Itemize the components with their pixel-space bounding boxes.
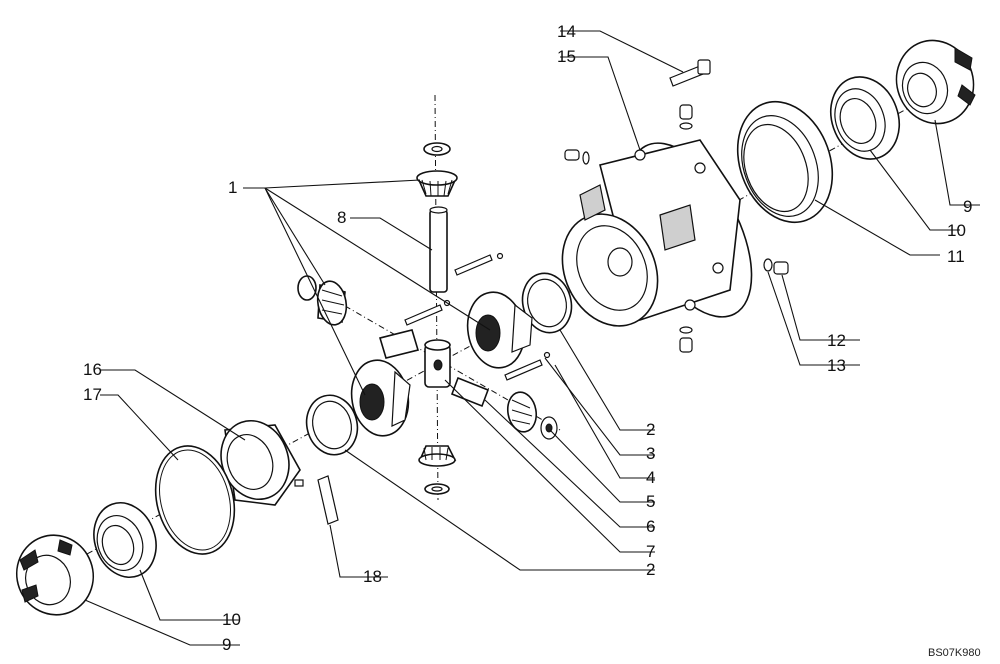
callout-6: 6	[646, 517, 655, 536]
cover-16	[220, 419, 304, 506]
pin-18	[317, 475, 339, 525]
callout-14: 14	[557, 22, 576, 41]
callout-10-right: 10	[947, 221, 966, 240]
callout-5: 5	[646, 492, 655, 511]
bottom-pinion-gear	[418, 445, 457, 467]
leader-lines	[84, 30, 980, 646]
callout-13: 13	[827, 356, 846, 375]
roll-pins	[404, 252, 551, 381]
callout-2-lower: 2	[646, 560, 655, 579]
callout-12: 12	[827, 331, 846, 350]
shaft-8	[429, 206, 448, 293]
callout-4: 4	[646, 468, 655, 487]
callout-17: 17	[83, 385, 102, 404]
snap-ring-17	[154, 445, 236, 555]
callout-labels: 14 15 1 8 16 17 9 10 11 12 13 2 3 4 5 6 …	[83, 22, 972, 654]
callout-8: 8	[337, 208, 346, 227]
top-pinion-gear	[416, 170, 458, 197]
side-gear-upper	[466, 291, 533, 369]
right-pinion-gear	[506, 391, 558, 440]
ring-nut-9-left	[15, 534, 95, 616]
thrust-washer-2-lower	[305, 394, 359, 456]
callout-3: 3	[646, 444, 655, 463]
callout-10-left: 10	[222, 610, 241, 629]
callout-1: 1	[228, 178, 237, 197]
callout-7: 7	[646, 542, 655, 561]
callout-15: 15	[557, 47, 576, 66]
top-washer	[423, 142, 451, 156]
ring-nut-9-right	[895, 39, 976, 125]
spider-cross-7	[424, 339, 451, 388]
callout-9-right: 9	[963, 197, 972, 216]
ring-11	[736, 100, 834, 224]
housing-plugs	[564, 104, 693, 353]
callout-18: 18	[363, 567, 382, 586]
callout-2-upper: 2	[646, 420, 655, 439]
side-gear-lower	[350, 359, 411, 437]
bottom-washer	[424, 483, 450, 495]
callout-11: 11	[947, 247, 965, 266]
bearing-10-right	[830, 76, 900, 160]
bolt-14	[669, 59, 711, 87]
callout-16: 16	[83, 360, 102, 379]
callout-9-left: 9	[222, 635, 231, 654]
drawing-code: BS07K980	[928, 647, 981, 659]
plug-12-13	[763, 258, 789, 275]
thrust-washer-2-upper	[521, 272, 573, 334]
differential-housing	[561, 139, 753, 327]
bearing-10-left	[93, 502, 157, 578]
